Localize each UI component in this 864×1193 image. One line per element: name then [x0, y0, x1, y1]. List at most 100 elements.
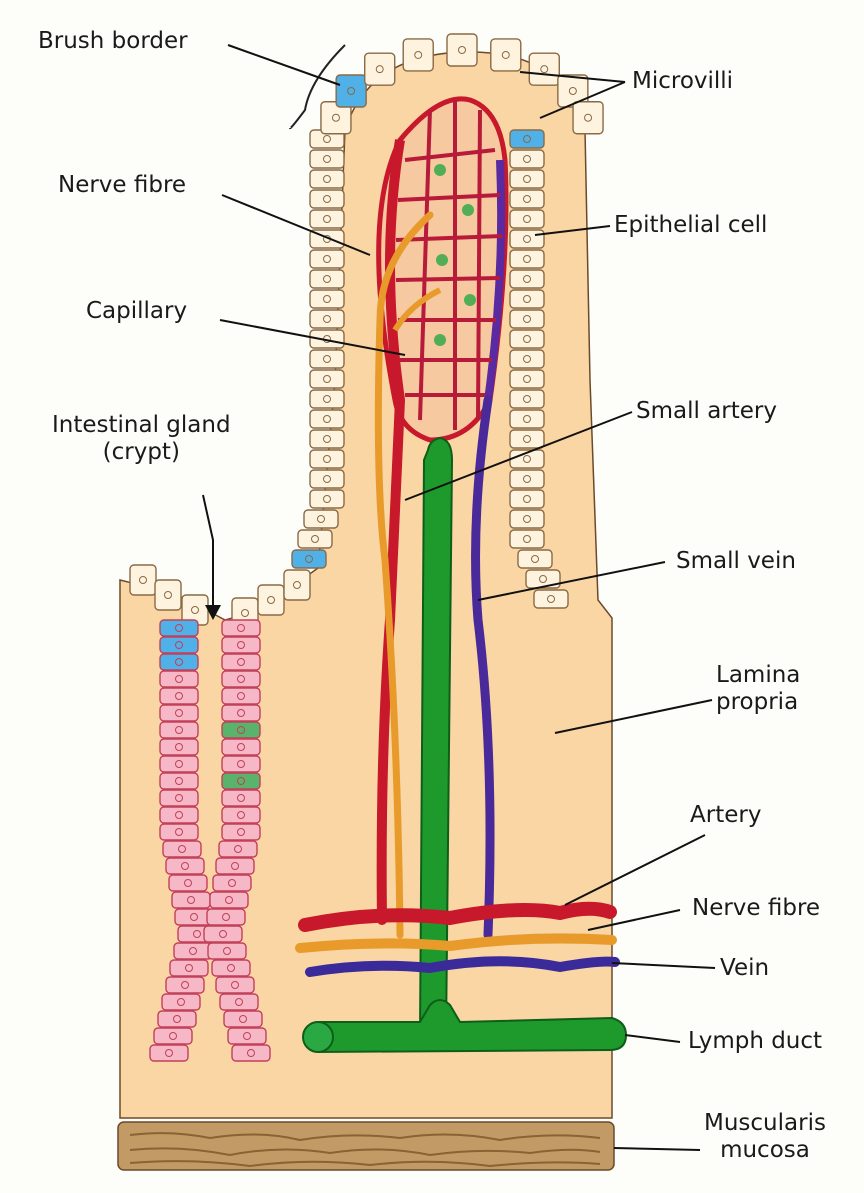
crypt-cell: [220, 994, 258, 1010]
epithelial-cell: [510, 310, 544, 328]
label-small-artery: Small artery: [636, 398, 777, 425]
epithelial-cell: [534, 590, 568, 608]
epithelial-cell: [510, 390, 544, 408]
epithelial-cell: [510, 430, 544, 448]
crypt-cell: [166, 977, 204, 993]
label-muscularis-line2: mucosa: [704, 1137, 826, 1164]
crypt-cell: [163, 841, 201, 857]
epithelial-cell: [510, 530, 544, 548]
crypt-cell: [208, 943, 246, 959]
epithelial-cell: [491, 39, 521, 71]
label-small-vein: Small vein: [676, 548, 796, 575]
crypt-cell: [222, 620, 260, 636]
crypt-cell: [232, 1045, 270, 1061]
epithelial-cell: [310, 370, 344, 388]
epithelial-cell: [310, 170, 344, 188]
crypt-cell: [154, 1028, 192, 1044]
epithelial-cell: [310, 190, 344, 208]
crypt-cell: [222, 824, 260, 840]
epithelial-cell: [310, 390, 344, 408]
crypt-cell: [222, 722, 260, 738]
epithelial-cell: [529, 53, 559, 85]
label-nerve-fibre-top: Nerve fibre: [58, 172, 186, 199]
label-nerve-fibre-bottom: Nerve fibre: [692, 895, 820, 922]
crypt-cell: [160, 739, 198, 755]
crypt-cell: [216, 977, 254, 993]
epithelial-cell: [510, 470, 544, 488]
epithelial-cell: [310, 450, 344, 468]
epithelial-cell: [510, 510, 544, 528]
crypt-cell: [219, 841, 257, 857]
crypt-cell: [224, 1011, 262, 1027]
crypt-cell: [207, 909, 245, 925]
crypt-cell: [222, 773, 260, 789]
crypt-cell: [160, 790, 198, 806]
crypt-cell: [160, 773, 198, 789]
epithelial-cell: [310, 210, 344, 228]
epithelial-cell: [510, 190, 544, 208]
crypt-cell: [212, 960, 250, 976]
goblet-cell: [160, 620, 198, 636]
epithelial-cell: [510, 370, 544, 388]
crypt-cell: [166, 858, 204, 874]
label-brush-border: Brush border: [38, 28, 188, 55]
epithelial-cell: [310, 490, 344, 508]
goblet-cell: [160, 637, 198, 653]
epithelial-cell: [310, 470, 344, 488]
epithelial-cell: [130, 565, 156, 595]
crypt-cell: [222, 637, 260, 653]
epithelial-cell: [573, 102, 603, 134]
crypt-cell: [204, 926, 242, 942]
label-lamina-propria: Lamina propria: [716, 662, 800, 716]
epithelial-cell: [510, 290, 544, 308]
label-intestinal-gland-line1: Intestinal gland: [52, 412, 231, 439]
crypt-cell: [160, 722, 198, 738]
label-muscularis-mucosa: Muscularis mucosa: [704, 1110, 826, 1164]
epithelial-cell: [510, 250, 544, 268]
epithelial-cell: [510, 230, 544, 248]
epithelial-cell: [310, 430, 344, 448]
crypt-cell: [222, 756, 260, 772]
label-lamina-propria-line2: propria: [716, 689, 800, 716]
crypt-cell: [174, 943, 212, 959]
label-microvilli: Microvilli: [632, 68, 733, 95]
epithelial-cell: [310, 290, 344, 308]
crypt-cell: [222, 671, 260, 687]
epithelial-cell: [310, 270, 344, 288]
label-artery: Artery: [690, 802, 761, 829]
epithelial-cell: [304, 510, 338, 528]
epithelial-cell: [310, 310, 344, 328]
crypt-cell: [169, 875, 207, 891]
crypt-cell: [158, 1011, 196, 1027]
epithelial-cell: [510, 150, 544, 168]
label-lymph-duct: Lymph duct: [688, 1028, 822, 1055]
epithelial-cell: [518, 550, 552, 568]
crypt-cell: [213, 875, 251, 891]
crypt-cell: [228, 1028, 266, 1044]
crypt-cell: [222, 654, 260, 670]
epithelial-cell: [155, 580, 181, 610]
label-epithelial-cell: Epithelial cell: [614, 212, 767, 239]
epithelial-cell: [258, 585, 284, 615]
crypt-cell: [222, 688, 260, 704]
crypt-cell: [160, 807, 198, 823]
epithelial-cell: [510, 350, 544, 368]
label-intestinal-gland: Intestinal gland (crypt): [52, 412, 231, 466]
epithelial-cell: [310, 410, 344, 428]
epithelial-cell: [298, 530, 332, 548]
epithelial-cell: [310, 250, 344, 268]
label-capillary: Capillary: [86, 298, 187, 325]
goblet-cell: [510, 130, 544, 148]
muscularis-mucosa-layer: [118, 1122, 614, 1170]
epithelial-cell: [510, 270, 544, 288]
epithelial-cell: [510, 330, 544, 348]
crypt-cell: [222, 705, 260, 721]
crypt-cell: [162, 994, 200, 1010]
epithelial-cell: [510, 490, 544, 508]
crypt-cell: [222, 739, 260, 755]
crypt-cell: [172, 892, 210, 908]
crypt-cell: [170, 960, 208, 976]
crypt-cell: [160, 705, 198, 721]
epithelial-cell: [510, 210, 544, 228]
